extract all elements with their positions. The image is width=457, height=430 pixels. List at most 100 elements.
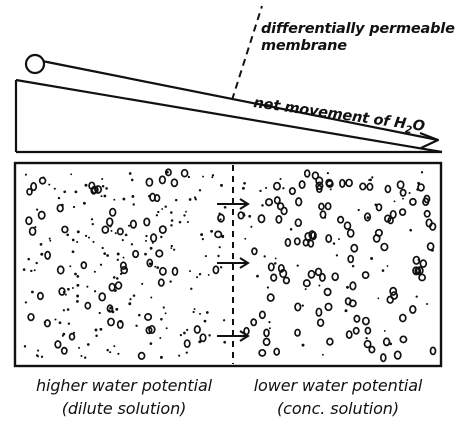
solute-particle	[409, 305, 417, 314]
water-dot	[178, 220, 182, 224]
solute-particle	[382, 337, 391, 347]
water-dot	[204, 255, 207, 258]
water-dot	[71, 238, 75, 242]
solute-particle	[263, 328, 270, 338]
water-dot	[80, 354, 83, 358]
solute-particle	[94, 185, 103, 194]
water-dot	[149, 246, 153, 250]
water-dot	[116, 277, 119, 280]
solute-particle	[323, 287, 332, 297]
water-dot	[48, 183, 51, 186]
water-dot	[122, 256, 125, 259]
solute-particle	[148, 324, 156, 335]
water-dot	[266, 286, 270, 289]
water-dot	[170, 244, 173, 248]
water-dot	[112, 276, 116, 279]
water-dot	[149, 342, 153, 345]
dilute-side-particles	[22, 168, 227, 361]
water-dot	[366, 216, 370, 219]
water-dot	[383, 329, 386, 332]
solute-particle	[43, 319, 51, 328]
water-dot	[145, 234, 148, 238]
solute-particle	[250, 318, 258, 327]
solute-particle	[146, 258, 154, 268]
water-dot	[101, 246, 104, 250]
solute-particle	[361, 316, 370, 326]
water-dot	[67, 322, 71, 325]
water-dot	[154, 265, 157, 268]
water-dot	[117, 352, 120, 355]
water-dot	[128, 172, 132, 175]
water-dot	[346, 285, 349, 289]
water-dot	[116, 258, 119, 261]
water-dot	[190, 287, 193, 291]
water-dot	[223, 340, 227, 344]
solute-particle	[390, 291, 399, 300]
solute-particle	[183, 339, 191, 348]
water-dot	[207, 273, 210, 276]
water-dot	[106, 348, 109, 352]
solute-particle	[294, 218, 303, 228]
water-dot	[282, 187, 285, 190]
water-dot	[27, 257, 30, 261]
solute-particle	[262, 337, 271, 347]
solute-particle	[412, 255, 421, 265]
solute-particle	[107, 317, 115, 327]
water-dot	[170, 247, 173, 250]
water-dot	[164, 205, 167, 208]
water-dot	[90, 218, 94, 221]
water-dot	[220, 183, 223, 187]
solute-particle	[56, 265, 65, 275]
water-dot	[145, 239, 147, 242]
water-dot	[74, 190, 78, 194]
water-dot	[53, 187, 56, 190]
solute-particle	[363, 339, 372, 349]
water-dot	[75, 299, 79, 303]
water-dot	[122, 197, 126, 201]
solute-particle	[288, 187, 296, 196]
solute-particle	[337, 215, 345, 224]
solute-particle	[314, 267, 323, 277]
solute-particle	[316, 318, 325, 327]
flow-arrow	[217, 198, 250, 210]
water-dot	[250, 225, 253, 228]
water-dot	[31, 290, 34, 294]
water-dot	[381, 269, 385, 272]
water-dot	[344, 309, 348, 313]
water-dot	[124, 233, 128, 237]
water-dot	[76, 283, 80, 287]
solute-particle	[409, 197, 417, 206]
water-dot	[365, 337, 368, 340]
solute-particle	[315, 307, 323, 317]
water-dot	[37, 349, 40, 352]
solute-particle	[153, 194, 161, 203]
water-dot	[160, 317, 163, 321]
solute-particle	[350, 243, 359, 253]
water-dot	[144, 252, 147, 256]
water-dot	[289, 228, 293, 231]
water-dot	[24, 301, 28, 304]
solute-particle	[364, 326, 372, 335]
water-dot	[62, 309, 66, 312]
solute-particle	[273, 347, 281, 356]
water-dot	[130, 178, 134, 182]
concentrated-side-particles	[237, 169, 437, 363]
water-dot	[166, 170, 169, 174]
solute-particle	[293, 237, 301, 246]
solute-particle	[267, 262, 275, 272]
water-flow-arrows	[217, 198, 250, 342]
solute-particle	[418, 273, 427, 282]
solute-particle	[399, 188, 407, 197]
water-dot	[218, 246, 221, 249]
solute-particle	[54, 340, 62, 349]
solute-particle	[307, 269, 316, 279]
solute-particle	[389, 209, 397, 219]
right-caption-title: lower water potential	[254, 376, 423, 395]
water-dot	[23, 345, 27, 348]
water-dot	[223, 205, 227, 209]
water-dot	[304, 288, 307, 291]
solute-particle	[349, 281, 357, 291]
solute-particle	[393, 350, 402, 360]
water-dot	[186, 328, 189, 332]
solute-particle	[170, 178, 179, 188]
